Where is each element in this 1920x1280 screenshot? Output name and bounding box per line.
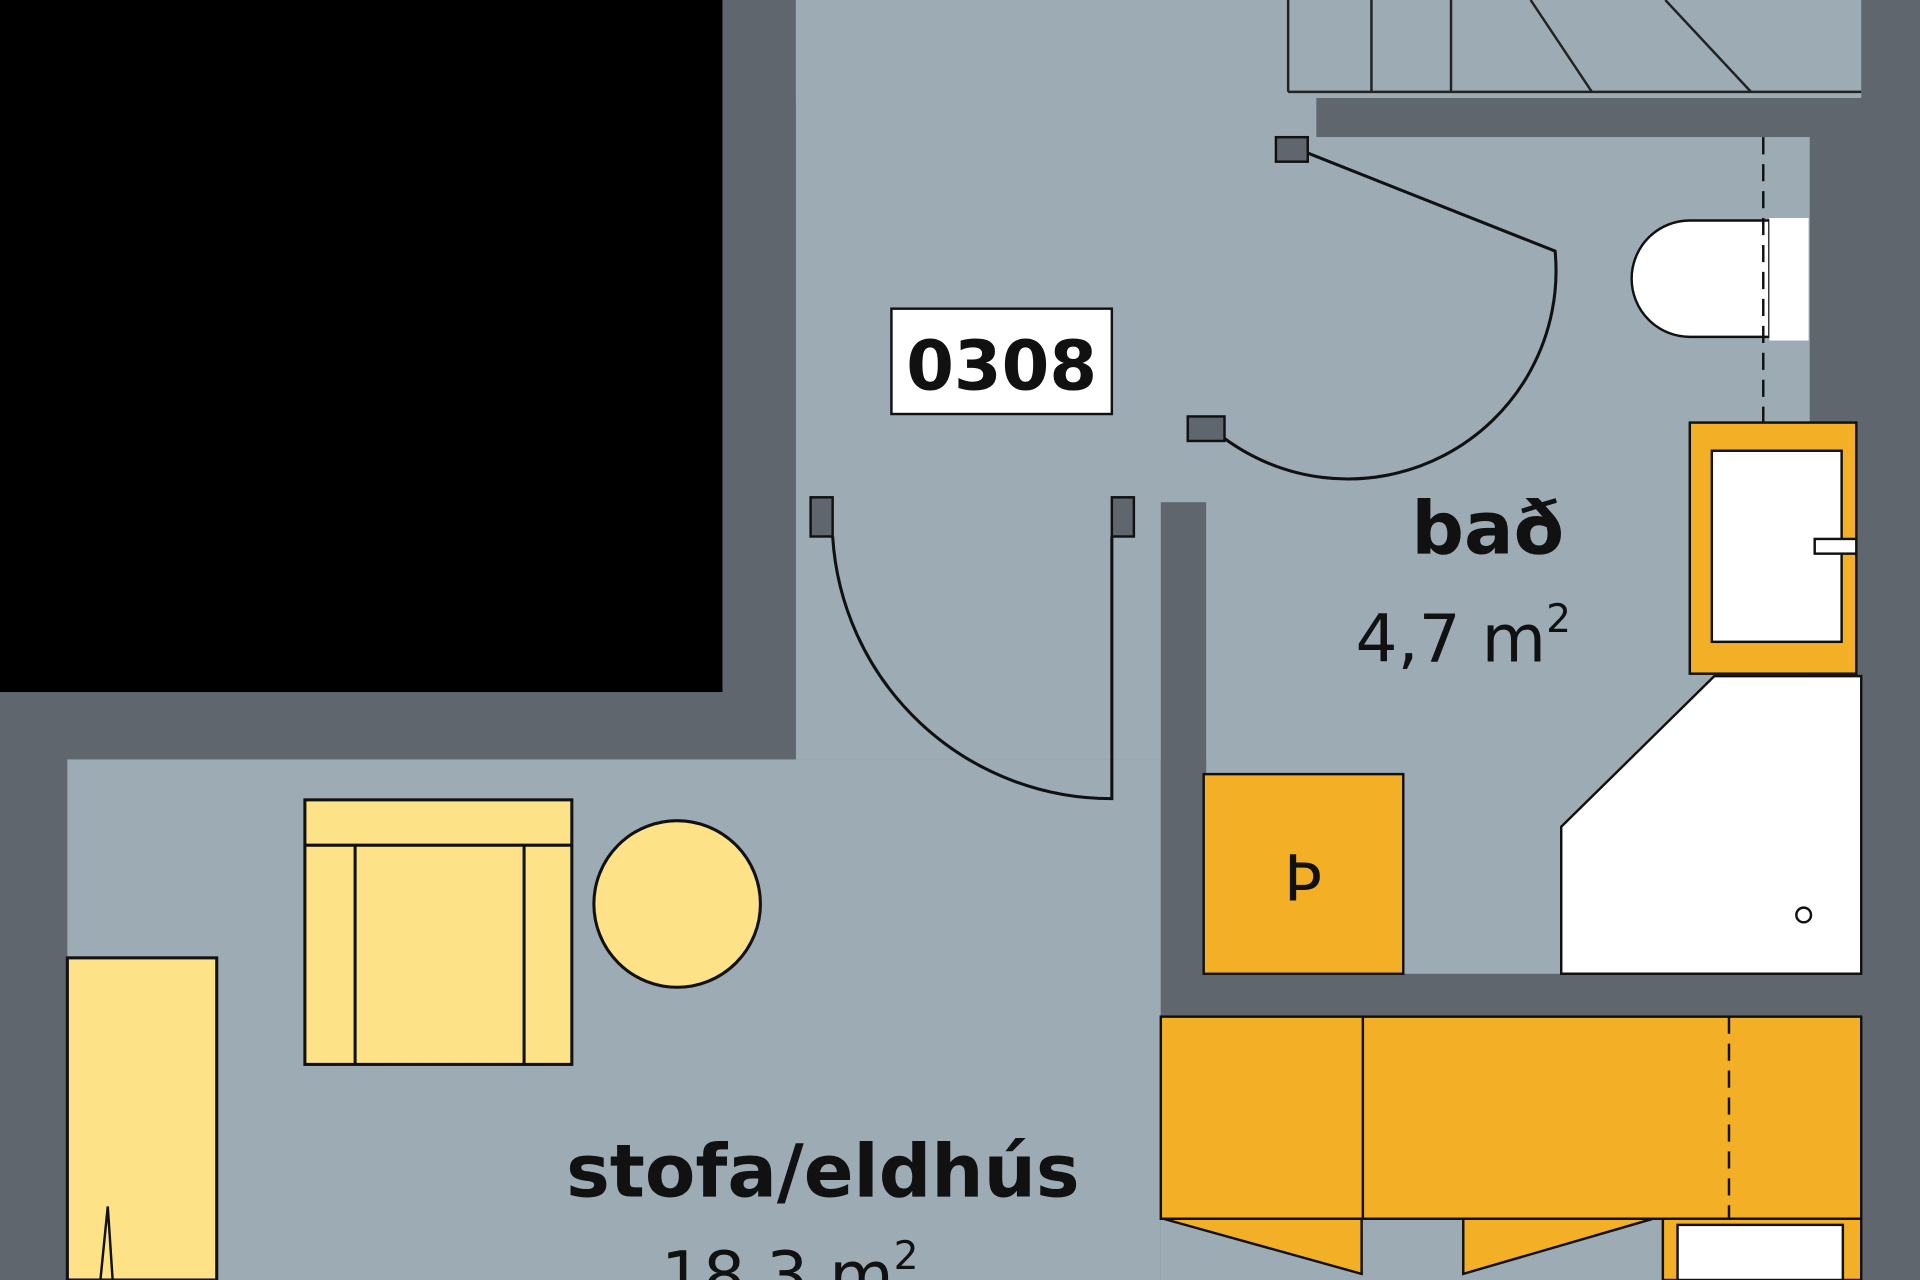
doors — [831, 151, 1558, 801]
armchair — [303, 798, 574, 1066]
sofa-bed — [65, 956, 219, 1280]
living-room-name: stofa/eldhús — [566, 1130, 1080, 1215]
bathroom-side-wall — [1809, 137, 1862, 423]
redacted-area — [0, 0, 723, 693]
unit-number-box — [890, 307, 1114, 416]
kitchen-sink-icon — [1676, 1223, 1845, 1280]
stairs — [1286, 0, 1862, 94]
unit-number: 0308 — [906, 327, 1097, 407]
round-table — [592, 819, 762, 989]
living-floor — [67, 759, 1161, 1280]
closet-symbol: Þ — [1284, 842, 1323, 916]
bathroom-door-swing — [1211, 151, 1558, 481]
bathroom-wall — [1160, 502, 1207, 1017]
toilet-tank — [1769, 218, 1809, 341]
shower-drain-icon — [1795, 906, 1813, 924]
kitchen-counter — [1159, 1015, 1863, 1280]
bathroom-name: bað — [1411, 487, 1564, 572]
shower-icon — [1560, 674, 1863, 976]
faucet-icon — [1813, 537, 1858, 555]
door-jambs — [809, 135, 1309, 538]
sofa-detail — [99, 1206, 114, 1280]
living-room-area: 18,3 m2 — [661, 1234, 919, 1280]
closet — [1202, 772, 1405, 976]
toilet-icon — [1630, 219, 1771, 339]
bathroom-area: 4,7 m2 — [1356, 597, 1571, 677]
entry-door-swing — [831, 536, 1114, 801]
